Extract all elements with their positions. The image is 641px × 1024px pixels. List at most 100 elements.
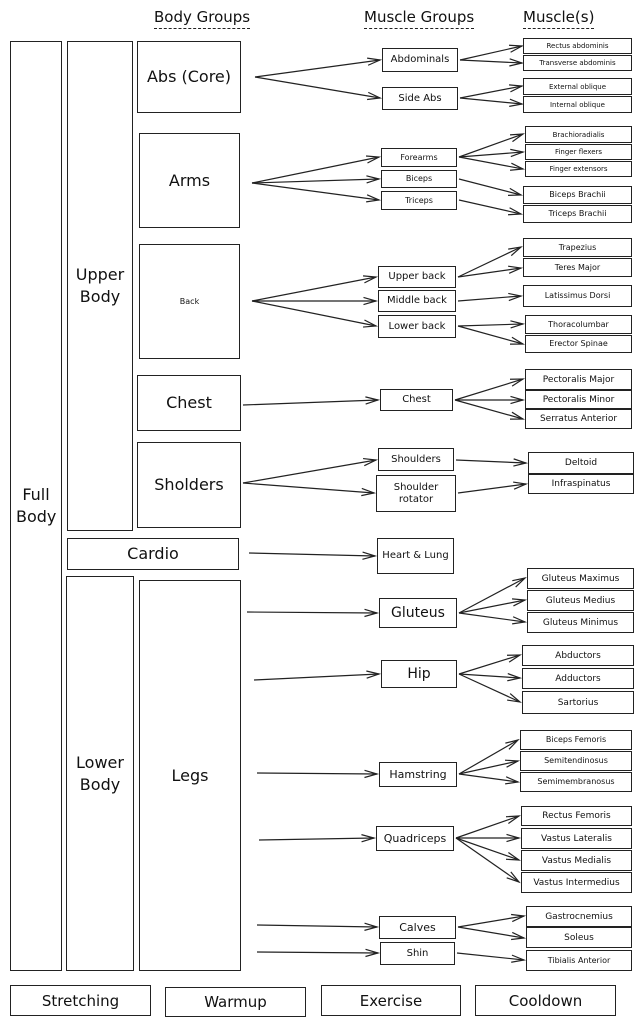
muscle-group-middle-back: Middle back	[378, 290, 456, 312]
arrow	[242, 457, 379, 484]
muscle-group-heart-lung: Heart & Lung	[377, 538, 454, 574]
muscle-adductors: Adductors	[522, 668, 634, 689]
muscle-group-hamstring: Hamstring	[379, 762, 457, 787]
body-group-cardio: Cardio	[67, 538, 239, 570]
arrow	[251, 175, 382, 184]
arrow	[458, 673, 522, 703]
arrow	[254, 76, 383, 101]
arrow	[246, 608, 380, 618]
arrow	[455, 815, 522, 839]
muscle-gastrocnemius: Gastrocnemius	[526, 906, 632, 927]
body-group-chest: Chest	[137, 375, 241, 431]
arrow	[256, 769, 380, 779]
muscle-semitendinosus: Semitendinosus	[520, 751, 632, 771]
muscle-pectoralis-major: Pectoralis Major	[525, 369, 632, 390]
arrow	[456, 952, 527, 963]
body-group-shoulders: Sholders	[137, 442, 241, 528]
arrow	[457, 481, 529, 494]
muscle-brachioradialis: Brachioradialis	[525, 126, 632, 143]
arrow	[457, 265, 524, 278]
muscle-rectus-abdominis: Rectus abdominis	[523, 38, 632, 54]
muscle-group-abdominals: Abdominals	[382, 48, 458, 72]
muscle-abductors: Abductors	[522, 645, 634, 666]
arrow	[456, 833, 522, 843]
muscle-rectus-femoris: Rectus Femoris	[521, 806, 632, 826]
lower-body-column: Lower Body	[66, 576, 134, 971]
arrow	[459, 84, 525, 99]
arrow	[242, 396, 381, 406]
muscle-teres-major: Teres Major	[523, 258, 632, 277]
arrow	[458, 673, 523, 682]
muscle-tibialis-anterior: Tibialis Anterior	[526, 950, 632, 971]
muscle-triceps-brachii: Triceps Brachii	[523, 205, 632, 223]
muscle-infraspinatus: Infraspinatus	[528, 474, 634, 494]
muscle-deltoid: Deltoid	[528, 452, 634, 474]
footer-stretching: Stretching	[10, 985, 151, 1016]
header-body-groups: Body Groups	[154, 8, 251, 29]
arrow	[254, 57, 383, 78]
arrow	[458, 654, 523, 675]
arrow	[457, 320, 526, 329]
muscle-pectoralis-minor: Pectoralis Minor	[525, 390, 632, 409]
muscle-group-shin: Shin	[380, 942, 455, 965]
arrow	[248, 551, 378, 560]
footer-cooldown: Cooldown	[475, 985, 616, 1016]
muscle-group-forearms: Forearms	[381, 148, 457, 167]
arrow	[458, 598, 528, 614]
arrow	[458, 133, 526, 158]
arrow	[251, 300, 379, 328]
muscle-biceps-femoris: Biceps Femoris	[520, 730, 632, 750]
muscle-gluteus-medius: Gluteus Medius	[527, 590, 634, 611]
arrow	[458, 773, 521, 785]
arrow	[458, 148, 526, 158]
muscle-finger-extensors: Finger extensors	[525, 161, 632, 177]
upper-body-column: Upper Body	[67, 41, 133, 531]
arrow	[457, 292, 524, 302]
arrow	[458, 576, 527, 614]
muscle-group-gluteus: Gluteus	[379, 598, 457, 628]
arrow	[251, 275, 379, 302]
arrow	[457, 926, 527, 941]
arrow	[458, 612, 528, 625]
lower-body-label: Lower Body	[76, 752, 124, 794]
muscle-vastus-medialis: Vastus Medialis	[521, 850, 632, 871]
arrow	[455, 837, 521, 884]
body-group-arms: Arms	[139, 133, 240, 228]
muscle-vastus-intermedius: Vastus Intermedius	[521, 872, 632, 893]
muscle-group-lower-back: Lower back	[378, 315, 456, 338]
muscle-latissimus-dorsi: Latissimus Dorsi	[523, 285, 632, 307]
muscle-group-triceps: Triceps	[381, 191, 457, 210]
arrow	[253, 670, 382, 681]
arrow	[458, 738, 520, 775]
body-group-abs: Abs (Core)	[137, 41, 241, 113]
arrow	[454, 399, 526, 420]
arrow	[458, 199, 524, 216]
muscle-erector-spinae: Erector Spinae	[525, 335, 632, 353]
muscle-thoracolumbar: Thoracolumbar	[525, 315, 632, 334]
muscle-serratus-anterior: Serratus Anterior	[525, 409, 632, 429]
arrow	[459, 58, 525, 67]
full-body-column: Full Body	[10, 41, 62, 971]
body-group-back: Back	[139, 244, 240, 359]
muscle-semimembranosus: Semimembranosus	[520, 772, 632, 792]
muscle-group-quadriceps: Quadriceps	[376, 826, 454, 851]
muscle-sartorius: Sartorius	[522, 691, 634, 714]
header-muscles: Muscle(s)	[523, 8, 595, 29]
arrow	[252, 296, 379, 306]
muscle-group-biceps: Biceps	[381, 170, 457, 188]
muscle-internal-oblique: Internal oblique	[523, 96, 632, 113]
muscle-vastus-lateralis: Vastus Lateralis	[521, 828, 632, 849]
muscle-trapezius: Trapezius	[523, 238, 632, 257]
muscle-external-oblique: External oblique	[523, 78, 632, 95]
arrow	[459, 97, 525, 107]
arrow	[258, 834, 377, 843]
muscle-group-side-abs: Side Abs	[382, 87, 458, 110]
muscle-transverse-abdominis: Transverse abdominis	[523, 55, 632, 71]
arrow	[458, 178, 524, 196]
arrow	[256, 948, 381, 958]
muscle-group-shoulder-rotator: Shoulder rotator	[376, 475, 456, 512]
muscle-gluteus-maximus: Gluteus Maximus	[527, 568, 634, 589]
muscle-biceps-brachii: Biceps Brachii	[523, 186, 632, 204]
body-group-legs: Legs	[139, 580, 241, 971]
arrow	[457, 325, 526, 345]
